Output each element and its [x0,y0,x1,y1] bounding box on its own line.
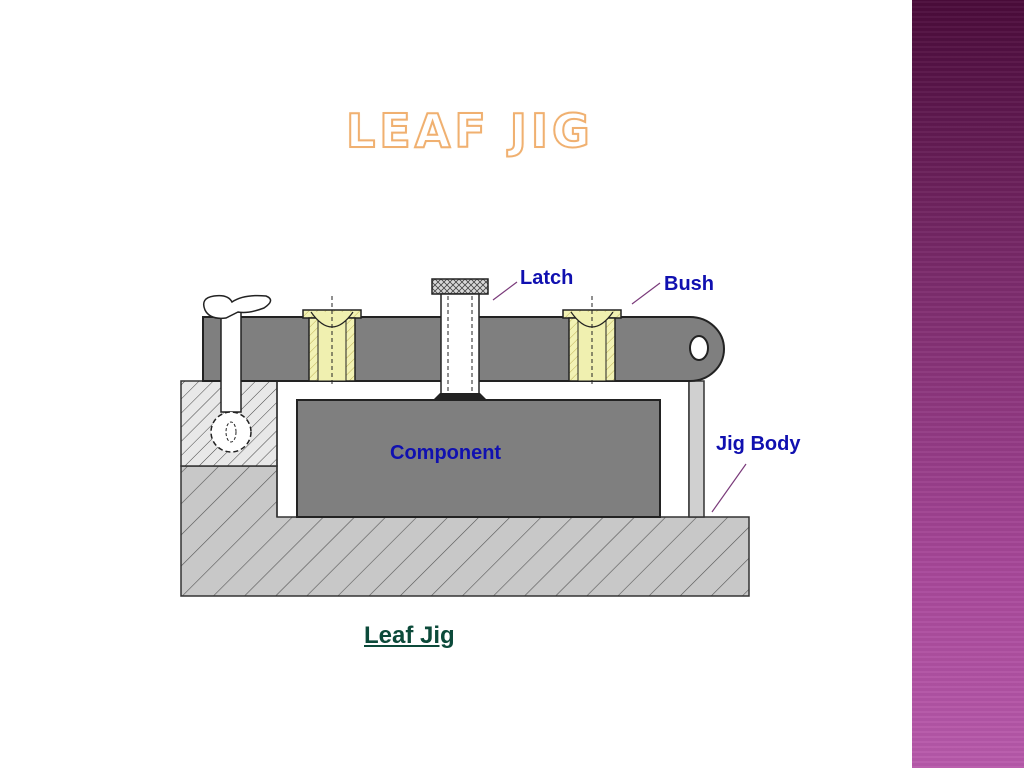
slide-title: LEAF JIG [345,103,594,159]
bush-right [562,296,622,385]
decorative-side-bar [912,0,1024,768]
bush-left [302,296,362,385]
wing-nut [202,294,272,320]
jig-body-label: Jig Body [716,433,801,455]
diagram-caption: Leaf Jig [364,622,455,649]
latch-label: Latch [520,267,573,289]
component-label: Component [390,442,501,464]
bush-label: Bush [664,273,714,295]
leaf-jig-diagram: Latch Bush Component Jig Body [180,267,801,597]
support-post [688,380,705,518]
latch-screw [431,278,489,400]
